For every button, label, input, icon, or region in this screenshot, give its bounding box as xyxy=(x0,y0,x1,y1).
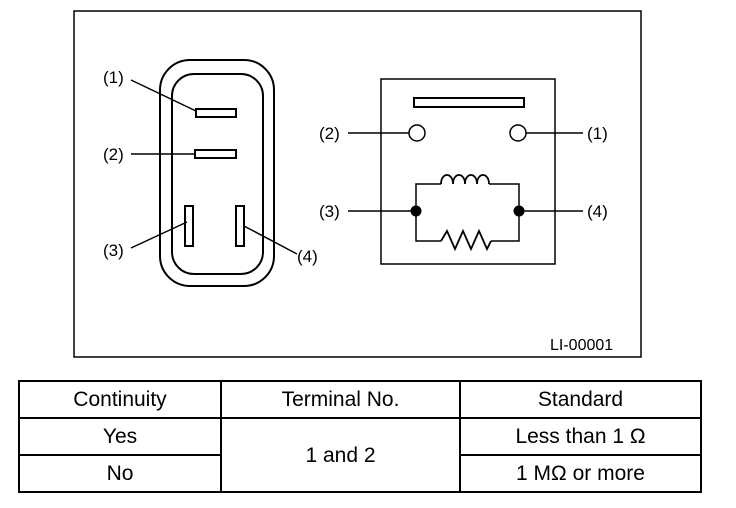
header-terminal-no: Terminal No. xyxy=(220,380,461,419)
coil-winding xyxy=(440,174,490,185)
schematic-label-4: (4) xyxy=(587,202,608,221)
connector-inner-shell xyxy=(171,73,264,275)
terminal-2-blade xyxy=(194,149,237,159)
schematic-label-3: (3) xyxy=(319,202,340,221)
cell-standard: 1 MΩ or more xyxy=(459,454,702,493)
circuit-wire-bottom-right xyxy=(491,211,520,242)
cell-continuity: No xyxy=(18,454,222,493)
terminal-1-contact xyxy=(509,124,527,142)
schematic-label-2: (2) xyxy=(319,124,340,143)
connector-label-4: (4) xyxy=(297,247,318,266)
circuit-wire-bottom-left xyxy=(415,211,441,242)
figure-frame xyxy=(73,10,642,358)
connector-outer-shell xyxy=(159,59,275,287)
circuit-wire-top-right xyxy=(489,183,520,211)
connector-label-2: (2) xyxy=(103,145,124,164)
cell-standard: Less than 1 Ω xyxy=(459,417,702,456)
table-row: No 1 MΩ or more xyxy=(18,454,702,493)
terminal-2-contact xyxy=(408,124,426,142)
cell-continuity: Yes xyxy=(18,417,222,456)
continuity-spec-table: Continuity Terminal No. Standard Yes 1 a… xyxy=(18,380,702,493)
schematic-label-1: (1) xyxy=(587,124,608,143)
leader-line-3 xyxy=(130,221,188,249)
switch-contact-bar xyxy=(413,97,525,108)
cell-terminal-no: 1 and 2 xyxy=(220,417,461,493)
terminal-3-blade xyxy=(184,205,194,247)
leader-line-1 xyxy=(130,79,197,112)
header-standard: Standard xyxy=(459,380,702,419)
terminal-4-blade xyxy=(235,205,245,247)
connector-label-1: (1) xyxy=(103,68,124,87)
table-header-row: Continuity Terminal No. Standard xyxy=(18,380,702,419)
table-row: Yes 1 and 2 Less than 1 Ω xyxy=(18,417,702,493)
circuit-wire-top xyxy=(415,183,441,211)
leader-line-4 xyxy=(243,225,298,255)
figure-code: LI-00001 xyxy=(550,337,613,354)
relay-connector: (1) (2) (3) (4) xyxy=(103,59,318,287)
relay-schematic: (2) (1) (3) (4) xyxy=(319,78,608,265)
resistor-zigzag xyxy=(440,228,492,252)
connector-label-3: (3) xyxy=(103,241,124,260)
terminal-1-blade xyxy=(195,108,237,118)
schematic-box xyxy=(380,78,556,265)
relay-figure: (1) (2) (3) (4) (2) (1) (3) (4) LI-00001 xyxy=(73,10,642,358)
header-continuity: Continuity xyxy=(18,380,222,419)
